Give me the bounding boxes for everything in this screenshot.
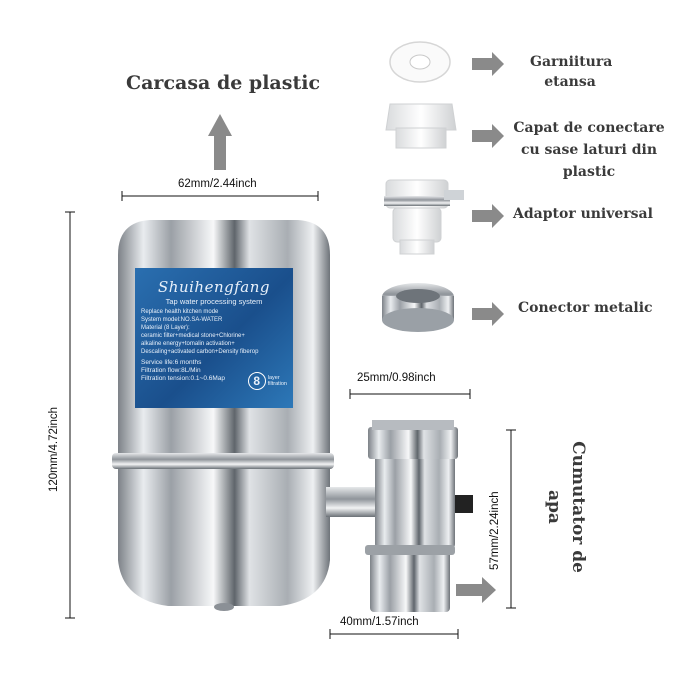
- label-gasket: Garniitura etansa: [530, 52, 613, 92]
- label-water-switch: Cumutator de apa: [542, 432, 590, 582]
- dimension-height: 120mm/4.72inch: [48, 406, 60, 492]
- label-gasket-line: etansa: [544, 74, 596, 90]
- spec-line: alkaline energy+tomalin activation+: [141, 341, 235, 347]
- dimension-top-width: 62mm/2.44inch: [178, 178, 257, 190]
- label-switch-line: apa: [544, 490, 564, 524]
- spec-line: Replace health kitchen mode: [141, 309, 219, 315]
- label-metal-connector: Conector metalic: [518, 300, 653, 316]
- filter-rim: [112, 453, 334, 469]
- product-label: Shuihengfang Tap water processing system…: [135, 268, 293, 408]
- arrow-right-gasket: [472, 52, 504, 76]
- switch-top-nut: [368, 427, 458, 459]
- label-hex-line: Capat de conectare: [513, 120, 665, 136]
- label-gasket-line: Garniitura: [530, 54, 613, 70]
- spec-line: System model:NO.SA-WATER: [141, 317, 223, 323]
- label-hex-line: plastic: [562, 164, 616, 180]
- badge-line: layer: [267, 375, 280, 381]
- hex-connector-part: [385, 103, 457, 149]
- brand-subtitle: Tap water processing system: [165, 297, 263, 306]
- spec-line: Material (8 Layer):: [141, 325, 190, 331]
- universal-adapter-part: [384, 179, 464, 255]
- arrow-right-switch: [456, 577, 496, 603]
- spec-line: ceramic filter+medical stone+Chlorine+: [141, 333, 245, 339]
- dimension-switch-height: 57mm/2.24inch: [489, 491, 501, 570]
- switch-lever: [455, 495, 473, 513]
- spec-line: Service life:6 months: [141, 359, 202, 366]
- switch-body: [375, 445, 455, 550]
- arrow-up-housing: [208, 114, 232, 170]
- dimension-connector-width: 25mm/0.98inch: [357, 372, 436, 384]
- metal-connector-part: [382, 283, 454, 332]
- label-universal-adapter: Adaptor universal: [513, 206, 653, 222]
- badge-line: filtration: [267, 381, 287, 387]
- brand-name: Shuihengfang: [158, 278, 270, 296]
- spec-line: Descaling+activated carbon+Density fiber…: [141, 349, 259, 355]
- filter-lower-bowl: [118, 469, 330, 606]
- arrow-right-metal: [472, 302, 504, 326]
- label-hex-connector: Capat de conectare cu sase laturi din pl…: [508, 117, 670, 183]
- spec-line: Filtration tension:0.1~0.6Map: [141, 375, 226, 382]
- label-hex-line: cu sase laturi din: [520, 142, 658, 158]
- arrow-right-hex: [472, 124, 504, 148]
- switch-outlet: [370, 550, 450, 612]
- label-switch-line: Cumutator de: [568, 441, 588, 573]
- arrow-right-adapter: [472, 204, 504, 228]
- gasket-part: [389, 41, 451, 83]
- spec-line: Filtration flow:8L/Min: [141, 367, 201, 374]
- label-plastic-housing: Carcasa de plastic: [126, 72, 321, 94]
- badge-number: 8: [247, 372, 266, 390]
- dimension-lines: [65, 191, 516, 639]
- filtration-badge: 8 layer filtration: [247, 372, 287, 390]
- dimension-bottom-width: 40mm/1.57inch: [340, 616, 419, 628]
